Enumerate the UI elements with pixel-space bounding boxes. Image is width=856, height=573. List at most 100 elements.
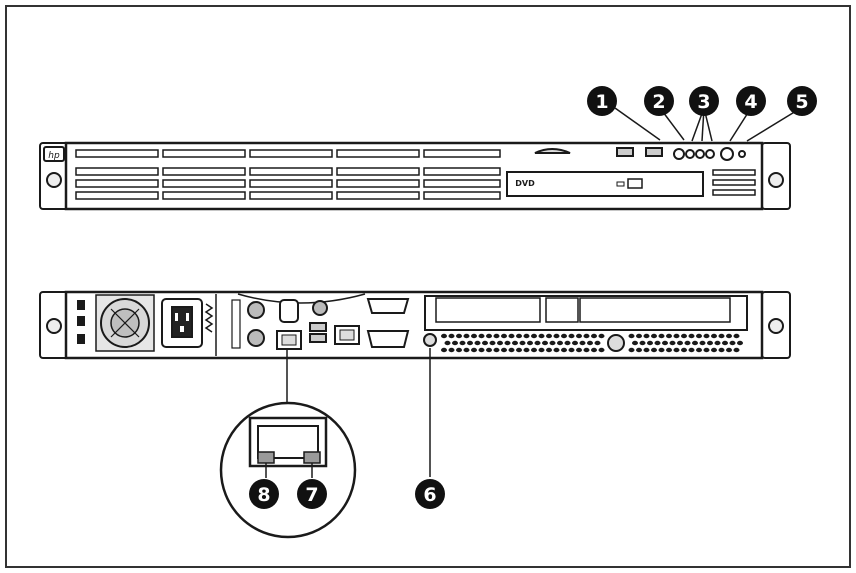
rear-uid-button-icon: [423, 333, 437, 347]
callout-4-label: 4: [744, 91, 757, 113]
rear-vent-hole: [651, 347, 657, 353]
rear-vent-hole: [493, 347, 500, 353]
nic-zoom-detail: [219, 401, 357, 539]
rear-vent-hole: [726, 347, 732, 353]
rear-vent-hole: [711, 347, 717, 353]
callout-8-label: 8: [257, 484, 270, 506]
rear-vent-hole: [448, 347, 455, 353]
rear-vent-hole: [692, 340, 698, 346]
rear-vent-hole: [441, 333, 447, 339]
rear-round-connector-icon: [312, 300, 328, 316]
front-vent-slot: [423, 179, 501, 188]
rear-vent-hole: [591, 347, 597, 353]
rear-vent-hole: [493, 333, 500, 339]
callout-5: 5: [787, 86, 817, 116]
rear-vent-hole: [666, 347, 672, 353]
rear-vent-hole: [549, 340, 556, 346]
rear-vent-hole: [516, 333, 522, 339]
db9-serial-port-icon: [366, 298, 410, 314]
callout-2-label: 2: [652, 91, 665, 113]
callout-8: 8: [249, 479, 279, 509]
rear-vent-hole: [471, 333, 477, 339]
svg-text:hp: hp: [48, 151, 60, 161]
rear-vent-hole: [643, 347, 650, 353]
rear-vent-hole: [714, 340, 721, 346]
rear-vent-hole: [489, 340, 496, 346]
rear-vent-hole: [441, 347, 447, 353]
front-vent-slot: [75, 191, 159, 200]
rear-vent-hole: [546, 333, 552, 339]
rear-vent-hole: [591, 333, 597, 339]
rear-vent-hole: [538, 333, 545, 339]
rear-vent-hole: [647, 340, 653, 346]
rear-left-screw-icon: [46, 318, 62, 334]
rear-vent-hole: [583, 347, 590, 353]
rear-vent-hole: [576, 333, 582, 339]
rear-vent-hole: [726, 333, 732, 339]
optical-drive-led: [616, 181, 625, 187]
rear-vent-hole: [463, 347, 470, 353]
optical-drive-badge: DVD: [515, 179, 535, 188]
rear-vent-hole: [696, 347, 702, 353]
callout-6: 6: [415, 479, 445, 509]
psu-latch: [204, 303, 214, 333]
rear-vent-hole: [718, 347, 725, 353]
front-vent-slot: [423, 167, 501, 176]
front-vent-grille: [75, 149, 501, 200]
rear-vent-hole: [703, 347, 710, 353]
power-inlet-icon: [161, 298, 203, 348]
front-usb-port-2: [645, 147, 663, 157]
rear-vent-hole: [707, 340, 713, 346]
rear-vent-hole: [501, 347, 507, 353]
status-led-icon: [738, 150, 746, 158]
hp-logo-icon: [43, 146, 65, 162]
rear-vent-hole: [703, 333, 710, 339]
front-vent-slot: [336, 191, 420, 200]
rear-vent-hole: [534, 340, 541, 346]
rear-io-bracket: [237, 293, 366, 304]
callout-3: 3: [689, 86, 719, 116]
rear-vent-hole: [459, 340, 466, 346]
rear-vent-hole: [501, 333, 507, 339]
front-vent-slot: [75, 167, 159, 176]
rear-vent-hole: [467, 340, 473, 346]
rear-vent-hole: [557, 340, 563, 346]
callout-6-label: 6: [423, 484, 436, 506]
rear-vent-hole: [628, 333, 635, 339]
rear-vent-hole: [572, 340, 578, 346]
rear-vent-hole: [523, 333, 530, 339]
rear-vent-hole: [729, 340, 736, 346]
rear-vent-hole: [471, 347, 477, 353]
rear-vent-hole: [531, 333, 537, 339]
rear-vent-hole: [542, 340, 548, 346]
rear-vent-hole: [598, 333, 605, 339]
rear-vent-hole: [673, 347, 680, 353]
rear-vent-hole: [456, 347, 462, 353]
rear-vent-hole: [594, 340, 601, 346]
rear-vent-hole: [643, 333, 650, 339]
rear-vent-hole: [478, 347, 485, 353]
callout-7: 7: [297, 479, 327, 509]
rear-vent-hole: [486, 347, 492, 353]
rear-vent-hole: [737, 340, 743, 346]
rear-vent-hole: [474, 340, 481, 346]
rear-vent-hole: [508, 333, 515, 339]
rear-vent-hole: [504, 340, 511, 346]
rear-thumbscrew-icon: [607, 334, 625, 352]
rear-vent-hole: [681, 347, 687, 353]
rear-vent-hole: [654, 340, 661, 346]
rear-vent-hole: [636, 347, 642, 353]
rear-vent-hole: [587, 340, 593, 346]
rear-vent-hole: [733, 347, 740, 353]
front-left-screw-icon: [46, 172, 62, 188]
rear-vent-hole: [696, 333, 702, 339]
front-vent-slot: [336, 167, 420, 176]
rear-vent-hole: [669, 340, 676, 346]
rear-vent-hole: [576, 347, 582, 353]
rear-vent-hole: [463, 333, 470, 339]
rear-perforated-vent: [441, 333, 743, 353]
callout-5-label: 5: [795, 91, 808, 113]
rear-vent-hole: [639, 340, 646, 346]
pci-expansion-slots: [424, 295, 748, 331]
rear-io-side-frame: [231, 299, 241, 349]
